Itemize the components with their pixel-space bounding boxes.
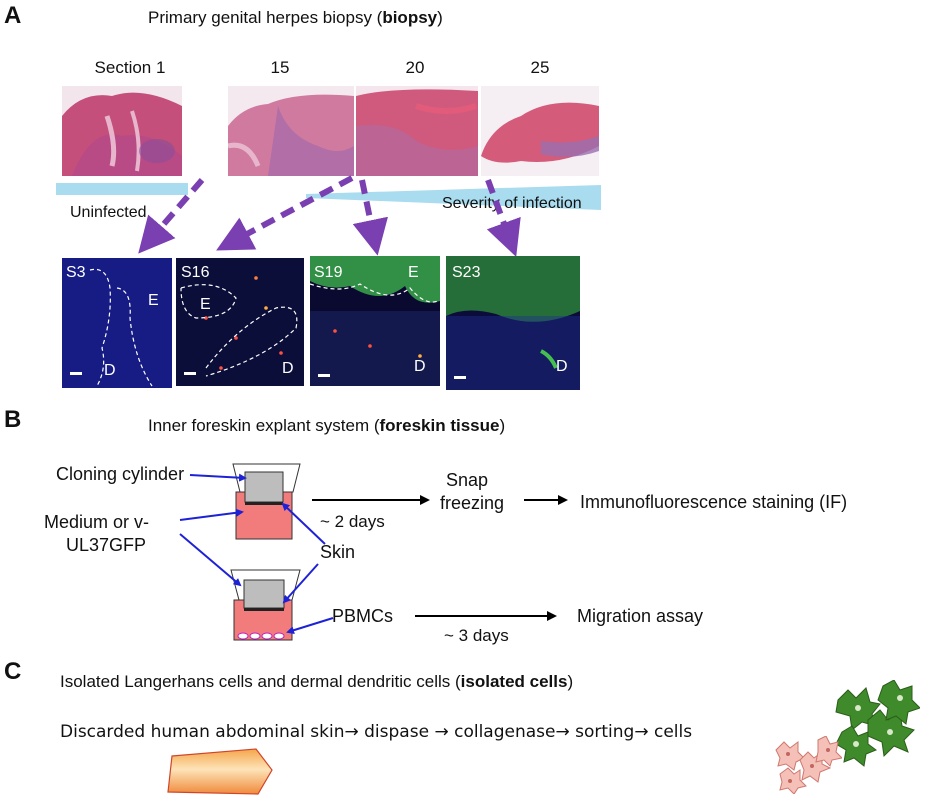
he-image-section-15	[228, 86, 354, 176]
workflow-arrow-icon: →	[634, 722, 649, 742]
fluor-s16-label-d: D	[282, 360, 294, 377]
panel-b-diagram	[179, 463, 568, 641]
arrow-to-s16	[216, 175, 354, 251]
migration-assay-label: Migration assay	[577, 606, 704, 626]
workflow-step-skin: Discarded human abdominal skin	[60, 722, 345, 742]
he-image-section-20	[356, 86, 478, 176]
cloning-cylinder-label: Cloning cylinder	[56, 464, 185, 484]
fluor-s19-label-e: E	[408, 264, 419, 281]
fluor-s16-label-e: E	[200, 296, 211, 313]
fluor-panel-s23	[446, 256, 580, 390]
isolation-workflow: Discarded human abdominal skin→ dispase …	[60, 722, 692, 742]
uninfected-label: Uninfected	[70, 204, 147, 221]
pbmcs-label: PBMCs	[332, 606, 394, 626]
he-image-section-1	[62, 86, 182, 176]
if-staining-label: Immunofluorescence staining (IF)	[580, 492, 848, 512]
fluor-s3-label-e: E	[148, 292, 159, 309]
workflow-arrow-icon: →	[344, 722, 359, 742]
snap-freezing-line2: freezing	[440, 493, 505, 513]
arrow-to-s3	[138, 178, 205, 254]
fluor-panel-s3	[62, 258, 172, 388]
fluor-s3-label-d: D	[104, 362, 116, 379]
fluor-s19-id: S19	[314, 264, 343, 281]
arrow-skin-bottom	[282, 563, 319, 604]
dendritic-cells-green-icon	[835, 680, 920, 767]
fluor-panel-s16	[176, 258, 304, 386]
arrow-to-s23	[485, 178, 521, 257]
fluor-panel-s19	[310, 256, 440, 386]
medium-label-line2: UL37GFP	[66, 535, 147, 555]
workflow-step-sorting: sorting	[575, 722, 635, 742]
skin-label: Skin	[320, 542, 356, 562]
panel-c-title: Isolated Langerhans cells and dermal den…	[60, 672, 574, 691]
panel-a-title: Primary genital herpes biopsy (biopsy)	[148, 8, 443, 27]
workflow-arrow-icon: →	[555, 722, 570, 742]
arrow-skin-top	[281, 502, 326, 545]
fluor-s23-label-d: D	[556, 358, 568, 375]
he-image-section-25	[481, 86, 599, 176]
workflow-arrow-icon: →	[434, 722, 449, 742]
snap-freezing-line1: Snap	[446, 470, 489, 490]
workflow-step-dispase: dispase	[364, 722, 430, 742]
arrow-pbmcs	[286, 617, 334, 635]
severity-bars	[56, 183, 601, 210]
fluor-s3-id: S3	[66, 264, 86, 281]
fluor-s23-id: S23	[452, 264, 481, 281]
fluor-s16-id: S16	[181, 264, 210, 281]
dendritic-cells-pink-icon	[775, 736, 842, 794]
severity-wedge	[306, 185, 601, 210]
fluor-s19-label-d: D	[414, 358, 426, 375]
medium-label-line1: Medium or v-	[44, 512, 150, 532]
skin-piece-illustration	[167, 748, 273, 795]
panel-c-letter: C	[4, 658, 22, 685]
severity-label: Severity of infection	[442, 195, 582, 212]
workflow-step-cells: cells	[654, 722, 693, 742]
panel-b-title: Inner foreskin explant system (foreskin …	[148, 416, 506, 435]
explant-well-top	[232, 463, 301, 540]
arrow-cloning-cylinder	[189, 473, 247, 482]
section-label-25: 25	[530, 58, 550, 77]
section-arrows	[138, 175, 521, 257]
section-label-15: 15	[270, 58, 290, 77]
explant-well-bottom	[230, 569, 301, 641]
workflow-step-collagenase: collagenase	[454, 722, 556, 742]
section-label-1: Section 1	[94, 58, 166, 77]
arrow-medium-bottom	[179, 533, 242, 587]
arrow-medium-top	[179, 508, 244, 521]
panel-a-letter: A	[4, 2, 22, 29]
panel-b-letter: B	[4, 406, 22, 433]
arrow-to-s19	[352, 179, 388, 256]
uninfected-bar	[56, 183, 188, 195]
duration-3-days: ~ 3 days	[444, 626, 509, 645]
section-label-20: 20	[405, 58, 425, 77]
duration-2-days: ~ 2 days	[320, 512, 385, 531]
